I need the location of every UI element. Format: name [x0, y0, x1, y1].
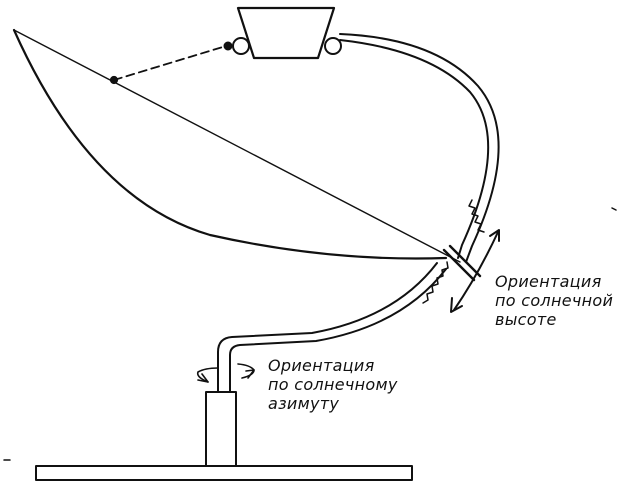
reflector-chord [13, 29, 461, 263]
azimuth-label-line-2: по солнечному [268, 375, 398, 394]
right-pivot-ball [324, 37, 342, 55]
pivot-collar [442, 244, 482, 282]
left-pivot-ball [232, 37, 250, 55]
azimuth-label: Ориентация по солнечному азимуту [268, 356, 398, 413]
elevation-label: Ориентация по солнечной высоте [495, 272, 613, 329]
azimuth-label-line-3: азимуту [268, 394, 340, 413]
link-joint-right [223, 41, 233, 51]
spring-coil [468, 199, 485, 233]
elevation-spring [422, 261, 449, 304]
support-arm-outer [217, 262, 438, 393]
azimuth-rotation-arrow [196, 363, 255, 383]
elevation-label-line-2: по солнечной [495, 291, 614, 310]
azimuth-label-line-1: Ориентация [268, 356, 375, 375]
link-joint-left [109, 75, 119, 85]
support-tube-outer [339, 39, 490, 259]
stray-mark [611, 207, 617, 211]
elevation-label-line-1: Ориентация [495, 272, 602, 291]
base-plate [35, 465, 413, 481]
elevation-label-line-3: высоте [495, 310, 557, 329]
parabolic-reflector [12, 28, 448, 260]
dashed-link-rod [113, 45, 227, 81]
elevation-adjust-arrow [450, 229, 500, 313]
pedestal-post [205, 391, 237, 467]
support-tube-inner [339, 33, 500, 263]
receiver-box [236, 6, 336, 60]
support-arm-inner [229, 268, 447, 393]
